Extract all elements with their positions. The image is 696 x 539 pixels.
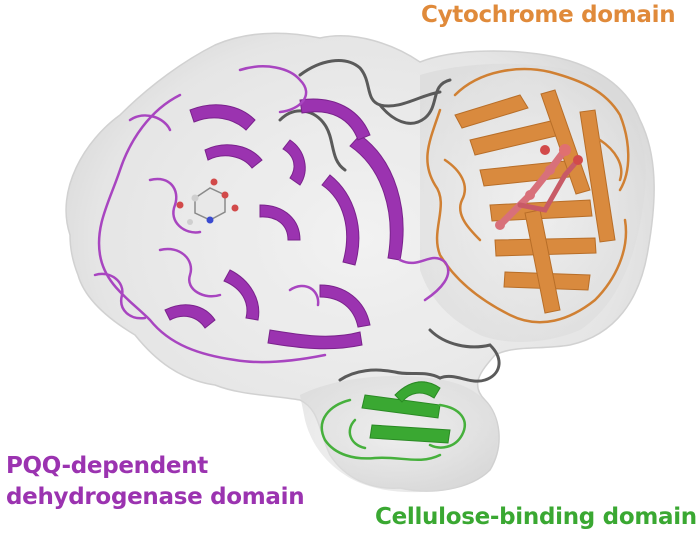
cellulose-binding-domain-structure: [320, 381, 466, 462]
heme-ligand: [495, 144, 583, 230]
pqq-label-line2: dehydrogenase domain: [6, 484, 305, 510]
pqq-dehydrogenase-domain-structure: [93, 65, 450, 364]
linker-loops: [278, 59, 501, 383]
cytochrome-domain-label: Cytochrome domain: [421, 2, 676, 28]
pqq-dehydrogenase-domain-label: PQQ-dependent dehydrogenase domain: [6, 451, 305, 513]
pqq-cofactor: [176, 178, 239, 225]
cytochrome-domain-structure: [426, 67, 630, 324]
pqq-label-line1: PQQ-dependent: [6, 453, 208, 479]
molecular-surface: [65, 32, 655, 493]
cellulose-binding-domain-label: Cellulose-binding domain: [375, 504, 696, 530]
